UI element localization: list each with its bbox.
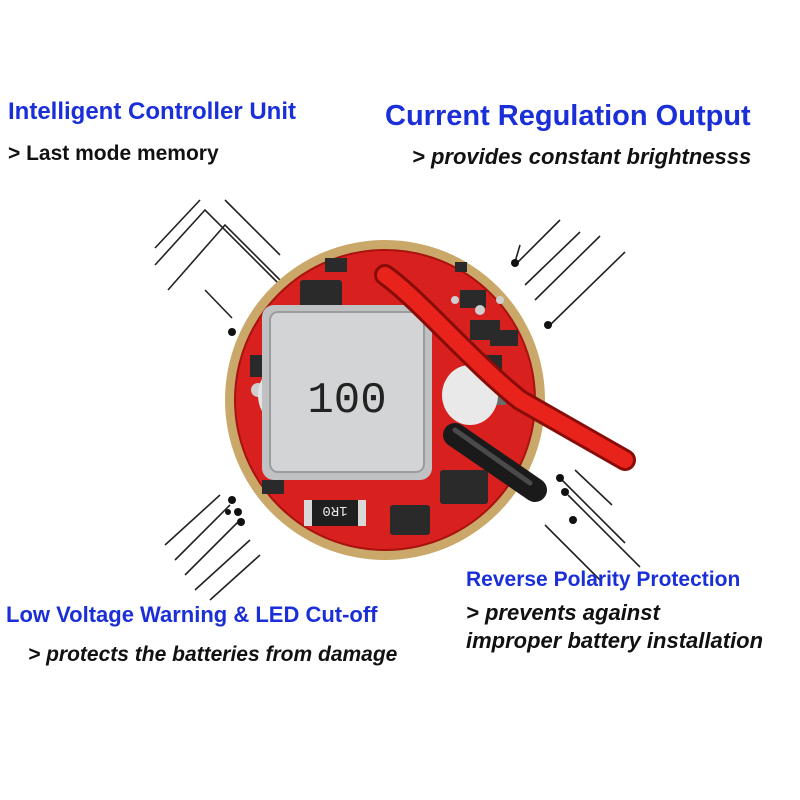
polarity-detail-line2: improper battery installation (466, 628, 764, 653)
regulation-title: Current Regulation Output (385, 100, 751, 132)
driver-board: 1R0 100 (225, 240, 636, 560)
callout-lines (154, 199, 641, 601)
polarity-detail-line1: > prevents against (466, 600, 660, 625)
regulation-detail: > provides constant brightnesss (412, 144, 752, 169)
low-voltage-title: Low Voltage Warning & LED Cut-off (6, 602, 378, 627)
svg-text:100: 100 (307, 376, 386, 426)
black-wire (443, 423, 547, 502)
resistor: 1R0 (304, 500, 366, 526)
controller-detail: > Last mode memory (8, 142, 219, 165)
polarity-title: Reverse Polarity Protection (466, 568, 741, 591)
low-voltage-detail: > protects the batteries from damage (28, 643, 398, 666)
svg-text:1R0: 1R0 (322, 502, 347, 518)
callout-dots (225, 259, 577, 526)
controller-title: Intelligent Controller Unit (8, 98, 296, 125)
inductor: 100 (262, 305, 432, 480)
